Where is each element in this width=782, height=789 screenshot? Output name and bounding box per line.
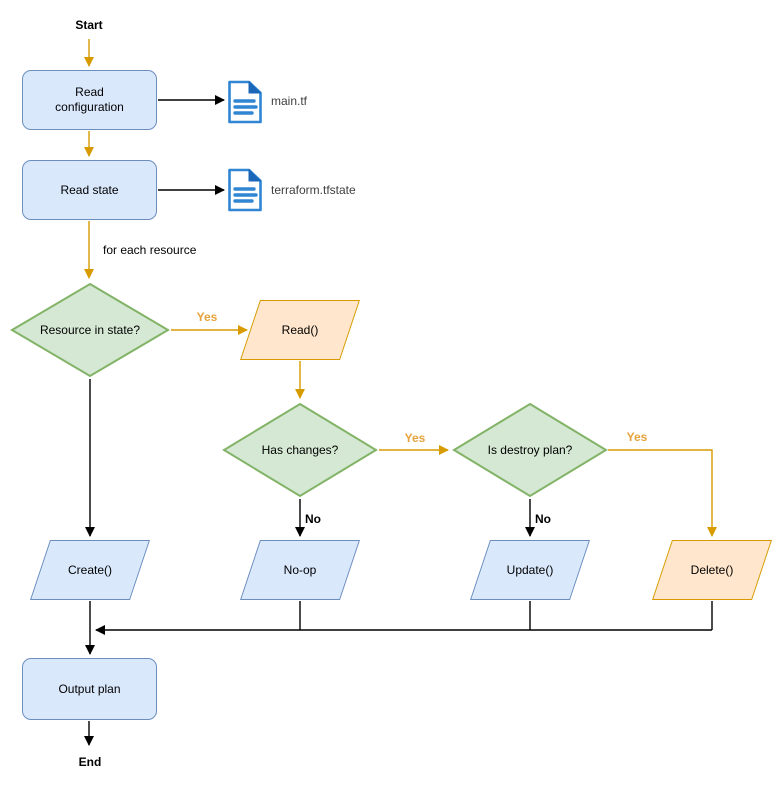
node-read-fn: Read() [240, 300, 360, 360]
decision-label: Resource in state? [39, 323, 141, 337]
diamond-shape [12, 284, 168, 376]
yes-label-resource-in-state: Yes [196, 310, 218, 324]
node-read-configuration: Read configuration [22, 70, 157, 130]
decision-label: Is destroy plan? [487, 443, 573, 457]
end-label: End [78, 755, 102, 769]
node-update-fn: Update() [470, 540, 590, 600]
diamond-shape [454, 404, 606, 496]
tfstate-document-icon [228, 168, 262, 212]
no-label-has-changes: No [305, 512, 321, 526]
op-label: Update() [506, 563, 554, 577]
node-output-plan: Output plan [22, 658, 157, 720]
main-tf-document-icon [228, 80, 262, 124]
node-delete-fn: Delete() [652, 540, 772, 600]
node-read-state: Read state [22, 160, 157, 220]
decision-has-changes: Has changes? [222, 402, 378, 498]
edge-is-destroy-plan-yes-to-delete [608, 449, 717, 537]
main-tf-label: main.tf [271, 94, 308, 108]
op-label: Read() [281, 323, 319, 337]
decision-resource-in-state: Resource in state? [10, 282, 170, 378]
no-label-is-destroy-plan: No [535, 512, 551, 526]
start-label: Start [75, 18, 103, 32]
diamond-shape [224, 404, 376, 496]
node-noop: No-op [240, 540, 360, 600]
op-label: Create() [67, 563, 112, 577]
decision-is-destroy-plan: Is destroy plan? [452, 402, 608, 498]
yes-label-is-destroy-plan: Yes [626, 430, 648, 444]
tfstate-label: terraform.tfstate [271, 183, 356, 197]
decision-label: Has changes? [261, 443, 339, 457]
op-label: Delete() [690, 563, 734, 577]
for-each-resource-label: for each resource [103, 243, 197, 257]
op-label: No-op [283, 563, 317, 577]
node-create-fn: Create() [30, 540, 150, 600]
yes-label-has-changes: Yes [404, 431, 426, 445]
